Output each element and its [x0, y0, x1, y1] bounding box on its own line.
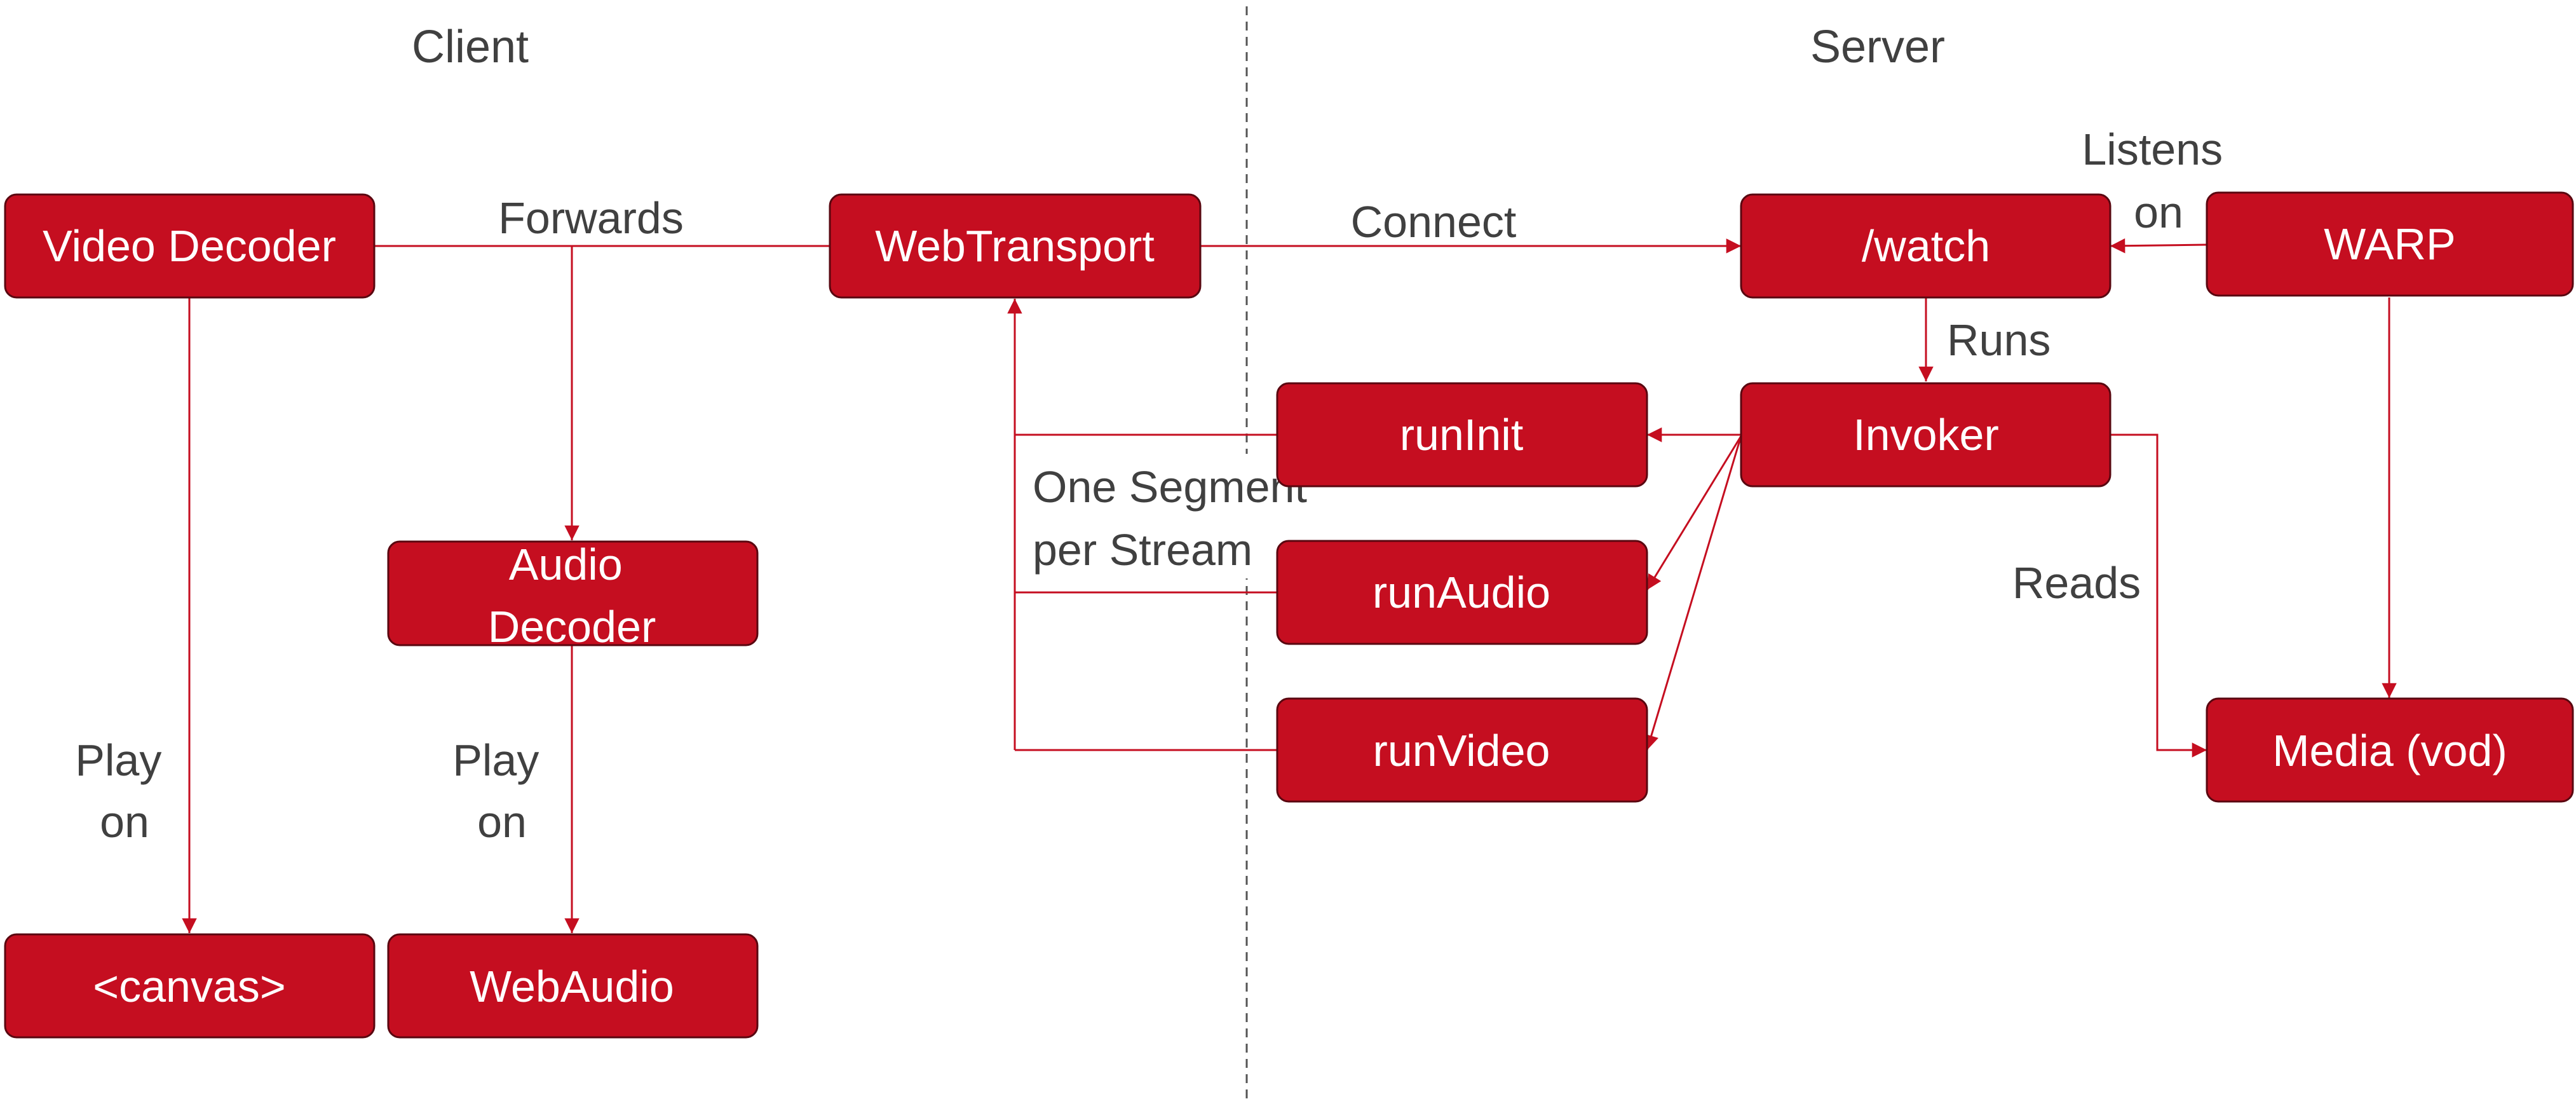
- forwards-label: Forwards: [498, 193, 684, 243]
- run-init-box: runInit: [1276, 382, 1648, 488]
- run-audio-box: runAudio: [1276, 540, 1648, 645]
- svg-text:WARP: WARP: [2324, 219, 2455, 269]
- invoker-to-media-arrow: [2110, 433, 2207, 758]
- svg-text:runAudio: runAudio: [1373, 568, 1550, 617]
- svg-text:runInit: runInit: [1400, 410, 1524, 460]
- run-video-box: runVideo: [1276, 697, 1648, 803]
- audio-decoder-box: Audio Decoder: [387, 540, 759, 652]
- warp-box: WARP: [2206, 191, 2574, 297]
- watch-box: /watch: [1740, 193, 2112, 299]
- svg-text:<canvas>: <canvas>: [93, 962, 286, 1011]
- svg-text:WebAudio: WebAudio: [470, 962, 674, 1011]
- listens-on-label: Listens on: [2082, 125, 2235, 237]
- media-vod-box: Media (vod): [2206, 697, 2574, 803]
- svg-text:WebTransport: WebTransport: [875, 221, 1155, 271]
- reads-label: Reads: [2012, 558, 2141, 608]
- invoker-box: Invoker: [1740, 382, 2112, 488]
- svg-text:Video Decoder: Video Decoder: [43, 221, 336, 271]
- svg-text:runVideo: runVideo: [1373, 726, 1550, 775]
- server-heading: Server: [1810, 22, 1945, 72]
- play-on-audio-label: Play on: [452, 735, 552, 847]
- invoker-to-runvideo-arrow: [1644, 435, 1742, 751]
- runs-label: Runs: [1947, 315, 2051, 365]
- one-segment-per-stream-label: One Segment per Stream: [1033, 462, 1319, 575]
- svg-text:Media (vod): Media (vod): [2272, 726, 2507, 775]
- webaudio-box: WebAudio: [387, 933, 759, 1039]
- invoker-to-runaudio-arrow: [1646, 435, 1742, 590]
- canvas-box: <canvas>: [4, 933, 376, 1039]
- play-on-video-label: Play on: [75, 735, 174, 847]
- warp-to-watch-arrow: [2110, 238, 2207, 254]
- webtransport-box: WebTransport: [829, 193, 1202, 299]
- connect-label: Connect: [1351, 197, 1517, 247]
- svg-text:Audio Decoder: Audio Decoder: [488, 540, 656, 652]
- svg-text:Invoker: Invoker: [1853, 410, 1999, 460]
- video-decoder-box: Video Decoder: [4, 193, 376, 299]
- client-heading: Client: [412, 22, 529, 72]
- svg-text:/watch: /watch: [1862, 221, 1990, 271]
